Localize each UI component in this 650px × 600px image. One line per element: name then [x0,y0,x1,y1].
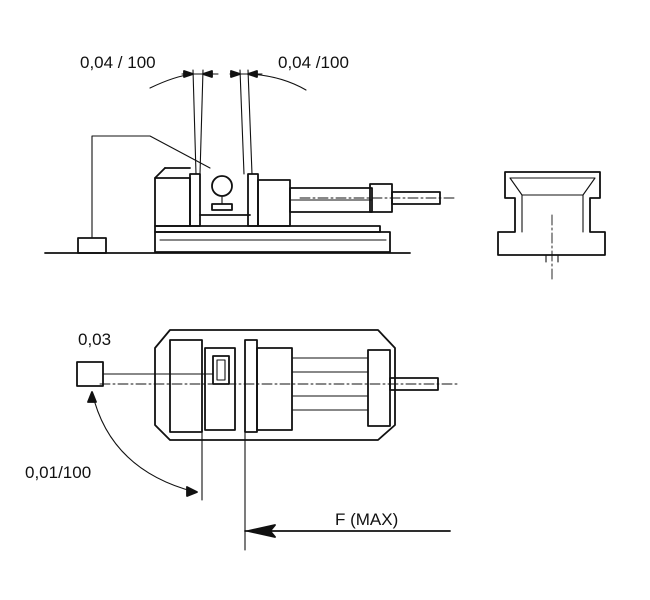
top-right-tolerance-label: 0,04 /100 [278,53,349,72]
top-left-tolerance-label: 0,04 / 100 [80,53,156,72]
moving-jaw-body-plan [256,347,293,431]
fixed-jaw-chamfer [154,167,166,179]
plan-view [76,329,459,551]
indicator-window-inner [216,359,226,381]
side-elevation-view [44,69,456,254]
vise-base-plate [154,231,391,253]
angular-arrow-top [87,391,97,403]
left-tol-arrow-2 [202,70,213,78]
force-arrowhead [247,524,276,538]
section-inner-chamfer [509,177,596,196]
plan-tolerance-label: 0,03 [78,330,111,349]
plan-end-bearing [367,349,391,427]
dial-foot [211,203,233,211]
moving-jaw-plan [244,339,258,433]
moving-jaw-plate [247,173,259,227]
probe-line-right-a [239,69,245,175]
right-tol-arrow-2 [247,70,258,78]
probe-line-left-b [199,69,204,175]
fixed-jaw-plan [169,339,203,433]
probe-line-left-a [192,69,197,175]
right-tol-arrow [230,70,241,78]
vise-plan-outline [154,329,396,441]
left-tol-arrow [183,70,194,78]
angular-tolerance-arc [91,391,196,493]
indicator-stand-base [77,237,107,254]
indicator-stand-arm [91,135,211,239]
right-tolerance-arc [249,73,307,91]
fixed-jaw-plate [189,173,201,227]
probe-line-right-b [247,69,253,175]
reference-square [76,361,104,387]
force-label: F (MAX) [335,510,398,529]
end-section-view [497,171,606,281]
moving-jaw-block [257,179,291,227]
angular-tolerance-label: 0,01/100 [25,463,91,482]
section-outer [497,171,606,256]
dial-indicator [211,175,233,197]
angular-arrow-bottom [186,486,198,497]
jaw-insert-plan [204,347,236,431]
fixed-jaw-block [154,177,191,227]
